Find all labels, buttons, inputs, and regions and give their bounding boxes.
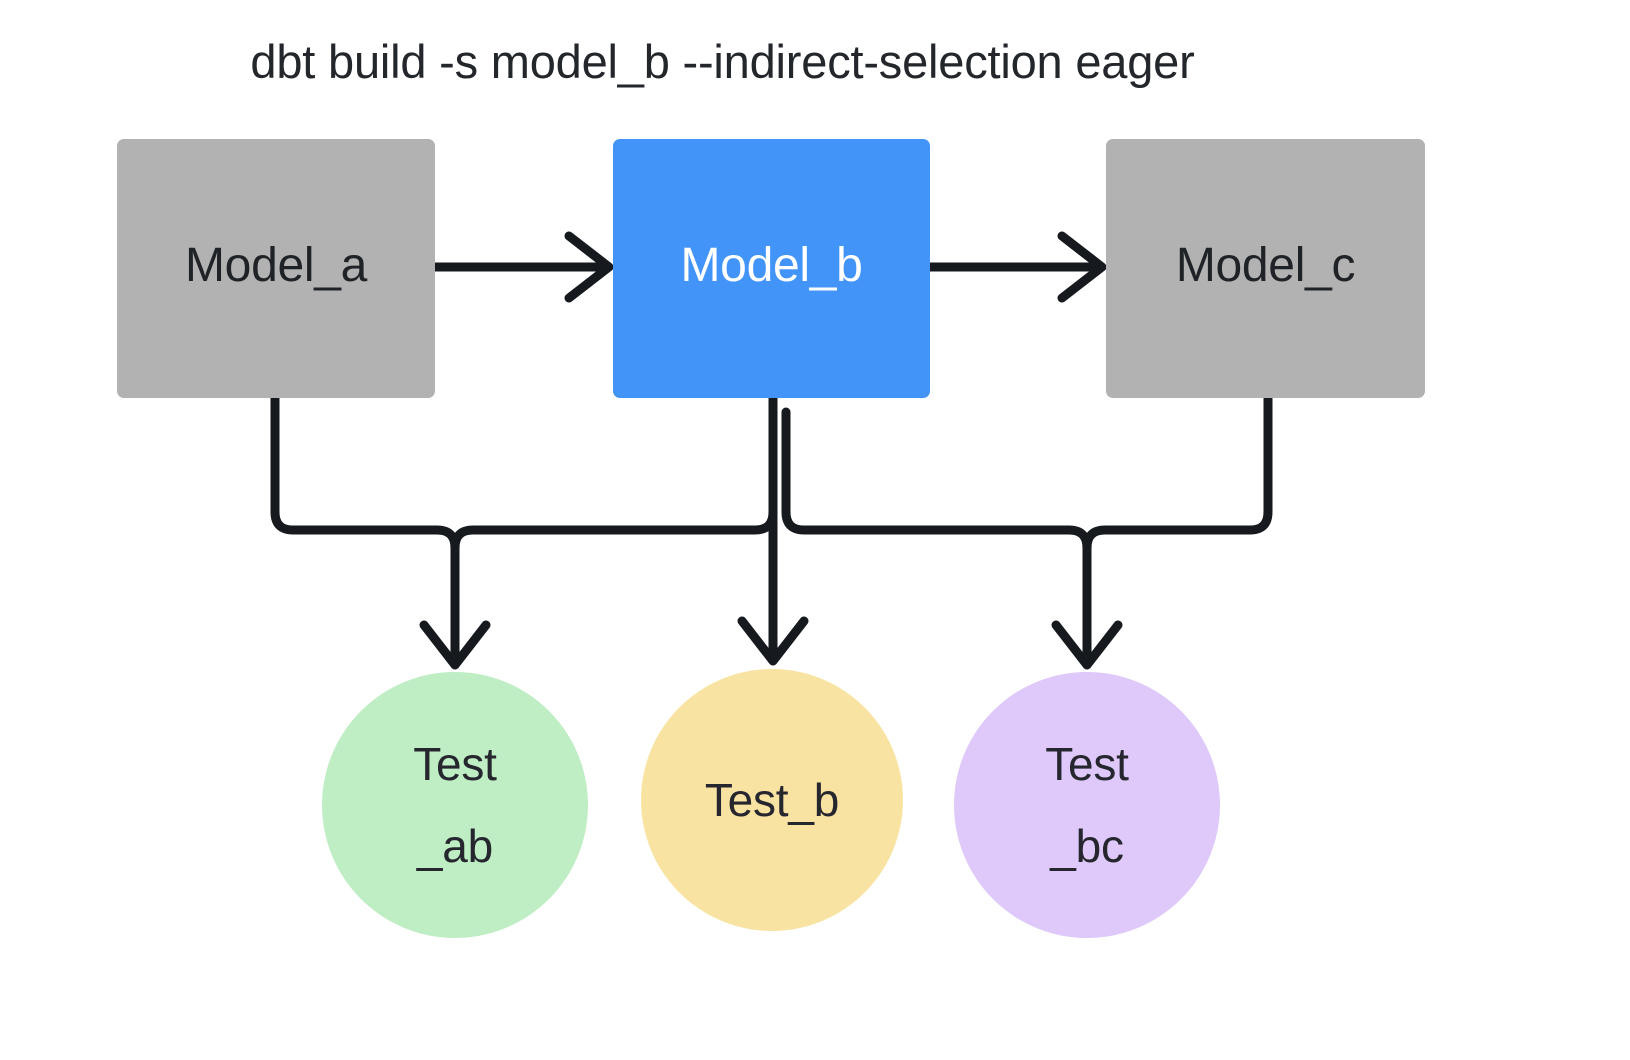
model-a-label: Model_a bbox=[184, 238, 368, 292]
model-c-label: Model_c bbox=[1175, 238, 1356, 292]
model-node-model-b[interactable]: Model_b bbox=[613, 139, 930, 398]
test-node-test-ab[interactable]: Test _ab bbox=[322, 672, 588, 938]
edge-model-a-to-model-b bbox=[430, 231, 614, 303]
edge-model-b-to-test-ab bbox=[450, 407, 778, 553]
edge-model-b-to-model-c bbox=[925, 231, 1107, 303]
edge-model-c-to-test-bc bbox=[1082, 393, 1273, 665]
arrowhead-test-bc bbox=[1051, 620, 1123, 670]
test-ab-label: Test _ab bbox=[413, 738, 497, 872]
test-bc-label: Test _bc bbox=[1045, 738, 1129, 872]
model-node-model-a[interactable]: Model_a bbox=[117, 139, 435, 398]
edge-model-b-to-test-bc bbox=[781, 407, 1092, 553]
test-b-label: Test_b bbox=[704, 774, 840, 826]
model-node-model-c[interactable]: Model_c bbox=[1106, 139, 1425, 398]
test-node-test-bc[interactable]: Test _bc bbox=[954, 672, 1220, 938]
edge-model-a-to-test-ab bbox=[270, 393, 460, 665]
diagram-title: dbt build -s model_b --indirect-selectio… bbox=[250, 35, 1195, 88]
edge-model-b-to-test-b bbox=[737, 393, 809, 666]
model-b-label: Model_b bbox=[680, 238, 863, 292]
test-node-test-b[interactable]: Test_b bbox=[641, 669, 903, 931]
arrowhead-test-ab bbox=[419, 620, 491, 670]
